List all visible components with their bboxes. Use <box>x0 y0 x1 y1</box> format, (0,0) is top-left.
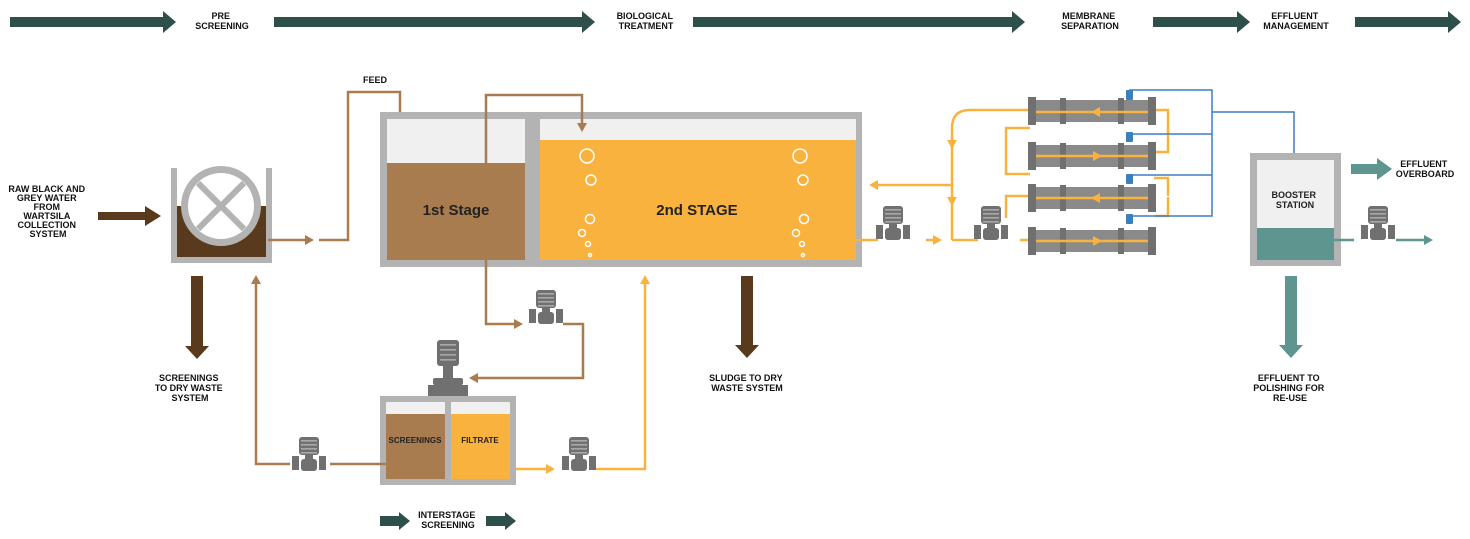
interstage-arrowhead-1 <box>514 319 523 329</box>
pump-icon <box>1361 206 1395 240</box>
pump-icon <box>974 206 1008 240</box>
screenings-out-arrow <box>185 276 209 359</box>
effluent-polishing-arrow <box>1279 276 1303 358</box>
booster-station <box>1250 153 1341 266</box>
aeration-bubbles <box>577 148 810 258</box>
membrane-loop-lines <box>877 108 1170 242</box>
screenings-return-arrowhead <box>251 275 261 284</box>
stage-label-biological-treatment: BIOLOGICAL TREATMENT <box>617 11 676 31</box>
membrane-return-arrowhead <box>869 180 878 190</box>
permeate-valve-icon <box>1126 90 1133 224</box>
booster-station-label: BOOSTER STATION <box>1271 190 1318 210</box>
filtrate-line <box>516 282 647 471</box>
stage-label-membrane-separation: MEMBRANE SEPARATION <box>1061 11 1119 31</box>
stage-transfer-line <box>484 93 584 163</box>
sludge-dry-label: SLUDGE TO DRY WASTE SYSTEM <box>709 373 785 393</box>
filtrate-arrowhead-2 <box>640 275 650 284</box>
stage-label-effluent-management: EFFLUENT MANAGEMENT <box>1263 11 1329 31</box>
raw-water-inlet-arrow <box>98 206 161 226</box>
membrane-down-arrowhead-1 <box>947 140 957 149</box>
screenings-dry-label: SCREENINGS TO DRY WASTE SYSTEM <box>155 373 225 403</box>
interstage-banner-arrow-1 <box>380 512 410 530</box>
pump-icon <box>529 290 563 324</box>
pre-screening-drum <box>171 166 272 263</box>
feed-line <box>268 90 402 242</box>
stage-transfer-arrowhead <box>577 123 587 132</box>
effluent-overboard-arrow <box>1351 158 1392 180</box>
interstage-motor <box>428 340 468 396</box>
effluent-outlet-arrowhead <box>1424 235 1433 245</box>
stage1-label: 1st Stage <box>423 202 490 219</box>
effluent-overboard-label: EFFLUENT OVERBOARD <box>1396 159 1455 179</box>
screenings-return-line <box>254 282 386 466</box>
interstage-arrowhead-2 <box>469 373 478 383</box>
sludge-out-arrow <box>735 276 759 358</box>
membrane-feed-arrowhead <box>933 235 942 245</box>
screenings-compartment-label: SCREENINGS <box>389 436 443 445</box>
feed-arrowhead-1 <box>305 235 314 245</box>
membrane-down-arrowhead-2 <box>947 197 957 206</box>
membrane-flow-arrowheads <box>1091 107 1102 246</box>
effluent-polishing-label: EFFLUENT TO POLISHING FOR RE-USE <box>1253 373 1327 403</box>
membrane-module <box>1028 227 1156 255</box>
membrane-module <box>1028 97 1156 125</box>
interstage-screening-unit <box>380 396 516 485</box>
interstage-feed-line <box>477 260 585 380</box>
filtrate-arrowhead-1 <box>546 464 555 474</box>
stage-label-pre-screening: PRE SCREENING <box>195 11 249 31</box>
pump-icon <box>292 437 326 471</box>
pump-icon <box>876 206 910 240</box>
biological-tank <box>380 112 862 267</box>
interstage-label: INTERSTAGE SCREENING <box>418 510 478 530</box>
interstage-banner-arrow-2 <box>486 512 516 530</box>
stage-banner <box>10 11 1461 33</box>
feed-label: FEED <box>363 75 388 85</box>
raw-water-label: RAW BLACK AND GREY WATER FROM WARTSILA C… <box>8 184 87 239</box>
stage2-label: 2nd STAGE <box>656 202 737 219</box>
membrane-module <box>1028 142 1156 170</box>
pump-icon <box>562 437 596 471</box>
filtrate-compartment-label: FILTRATE <box>461 436 499 445</box>
